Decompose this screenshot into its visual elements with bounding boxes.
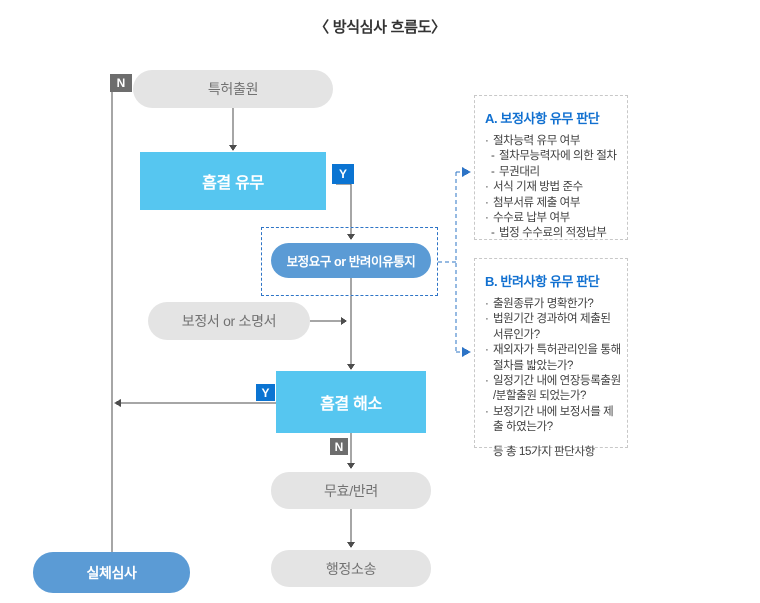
panel-b-item-text: 출원종류가 명확한가? [493, 298, 594, 310]
panel-a-item: · 수수료 납부 여부 [485, 211, 621, 226]
bullet-icon: · [485, 313, 489, 326]
panel-correction-criteria: A. 보정사항 유무 판단 ·절차능력 유무 여부 -절차무능력자에 의한 절차… [474, 95, 628, 240]
node-defect-check: 흠결 유무 [140, 152, 326, 210]
panel-a-item: · 절차능력 유무 여부 [485, 134, 621, 149]
arrowhead-down-icon [229, 145, 237, 151]
panel-a-item-text: 절차능력 유무 여부 [493, 135, 581, 147]
arrowhead-right-blue-icon [462, 167, 471, 177]
panel-a-item: · 서식 기재 방법 준수 [485, 180, 621, 195]
dash-icon: - [491, 227, 495, 240]
arrowhead-down-icon [347, 542, 355, 548]
bullet-icon: · [485, 405, 489, 418]
correction-request-dashed-frame [261, 227, 438, 296]
branch-label-n-resolved: N [330, 438, 348, 455]
branch-label-n-top: N [110, 74, 132, 92]
panel-b-item: · 일정기간 내에 연장등록출원 /분할출원 되었는가? [485, 374, 621, 405]
node-substantive-exam: 실체심사 [33, 552, 190, 593]
panel-b-item-text: 일정기간 내에 연장등록출원 /분할출원 되었는가? [493, 375, 621, 403]
panel-b-item: · 재외자가 특허관리인을 통해 절차를 밟았는가? [485, 343, 621, 374]
arrowhead-down-icon [347, 364, 355, 370]
bullet-icon: · [485, 298, 489, 310]
node-defect-resolved: 흠결 해소 [276, 371, 426, 433]
panel-a-item-text: 무권대리 [499, 165, 540, 178]
panel-a-item-text: 절차무능력자에 의한 절차 [499, 150, 617, 163]
panel-a-item: · 첨부서류 제출 여부 [485, 196, 621, 211]
panel-a-item-text: 첨부서류 제출 여부 [493, 196, 581, 209]
panel-b-item: · 출원종류가 명확한가? [485, 297, 621, 312]
node-invalidation: 무효/반려 [271, 472, 431, 509]
bullet-icon: · [485, 344, 489, 357]
panel-rejection-criteria: B. 반려사항 유무 판단 · 출원종류가 명확한가? · 법원기간 경과하여 제출… [474, 258, 628, 458]
node-statement-doc: 보정서 or 소명서 [148, 302, 310, 340]
node-litigation: 행정소송 [271, 550, 431, 587]
node-correction-request: 보정요구 or 반려이유통지 [271, 243, 431, 278]
panel-b-title: B. 반려사항 유무 판단 [485, 274, 600, 289]
panel-b-item: · 법원기간 경과하여 제출된 서류인가? [485, 312, 621, 343]
arrowhead-down-icon [347, 463, 355, 469]
bullet-icon: · [485, 212, 489, 225]
dash-icon: - [491, 165, 495, 178]
panel-a-item: -무권대리 [491, 165, 621, 180]
panel-b-item-text: 보정기간 내에 보정서를 제출 하였는가? [493, 405, 614, 434]
panel-b-item-text: 법원기간 경과하여 제출된 서류인가? [493, 313, 611, 341]
arrowhead-right-blue-icon [462, 347, 471, 357]
panel-a-item: -절차무능력자에 의한 절차 [491, 149, 621, 164]
panel-b-item-text: 재외자가 특허관리인을 통해 절차를 밟았는가? [493, 344, 621, 372]
bullet-icon: · [485, 375, 489, 388]
panel-a-title: A. 보정사항 유무 판단 [485, 111, 600, 126]
bullet-icon: · [485, 181, 489, 194]
branch-label-y-defect: Y [332, 164, 354, 184]
panel-a-item: -법정 수수료의 적정납부 [491, 226, 621, 241]
arrowhead-right-icon [341, 317, 347, 325]
panel-a-item-text: 법정 수수료의 적정납부 [499, 227, 607, 240]
panel-a-item-text: 수수료 납부 여부 [493, 212, 570, 225]
bullet-icon: · [485, 135, 489, 147]
bullet-icon: · [485, 196, 489, 209]
panel-b-item: · 보정기간 내에 보정서를 제출 하였는가? [485, 405, 621, 436]
arrowhead-left-icon [114, 399, 121, 407]
node-patent-application: 특허출원 [133, 70, 333, 108]
page-title: 〈 방식심사 흐름도〉 [314, 19, 446, 36]
branch-label-y-resolved: Y [256, 384, 275, 401]
dash-icon: - [491, 150, 495, 163]
panel-b-footer: 등 총 15가지 판단사항 [493, 445, 595, 458]
panel-a-item-text: 서식 기재 방법 준수 [493, 181, 583, 194]
